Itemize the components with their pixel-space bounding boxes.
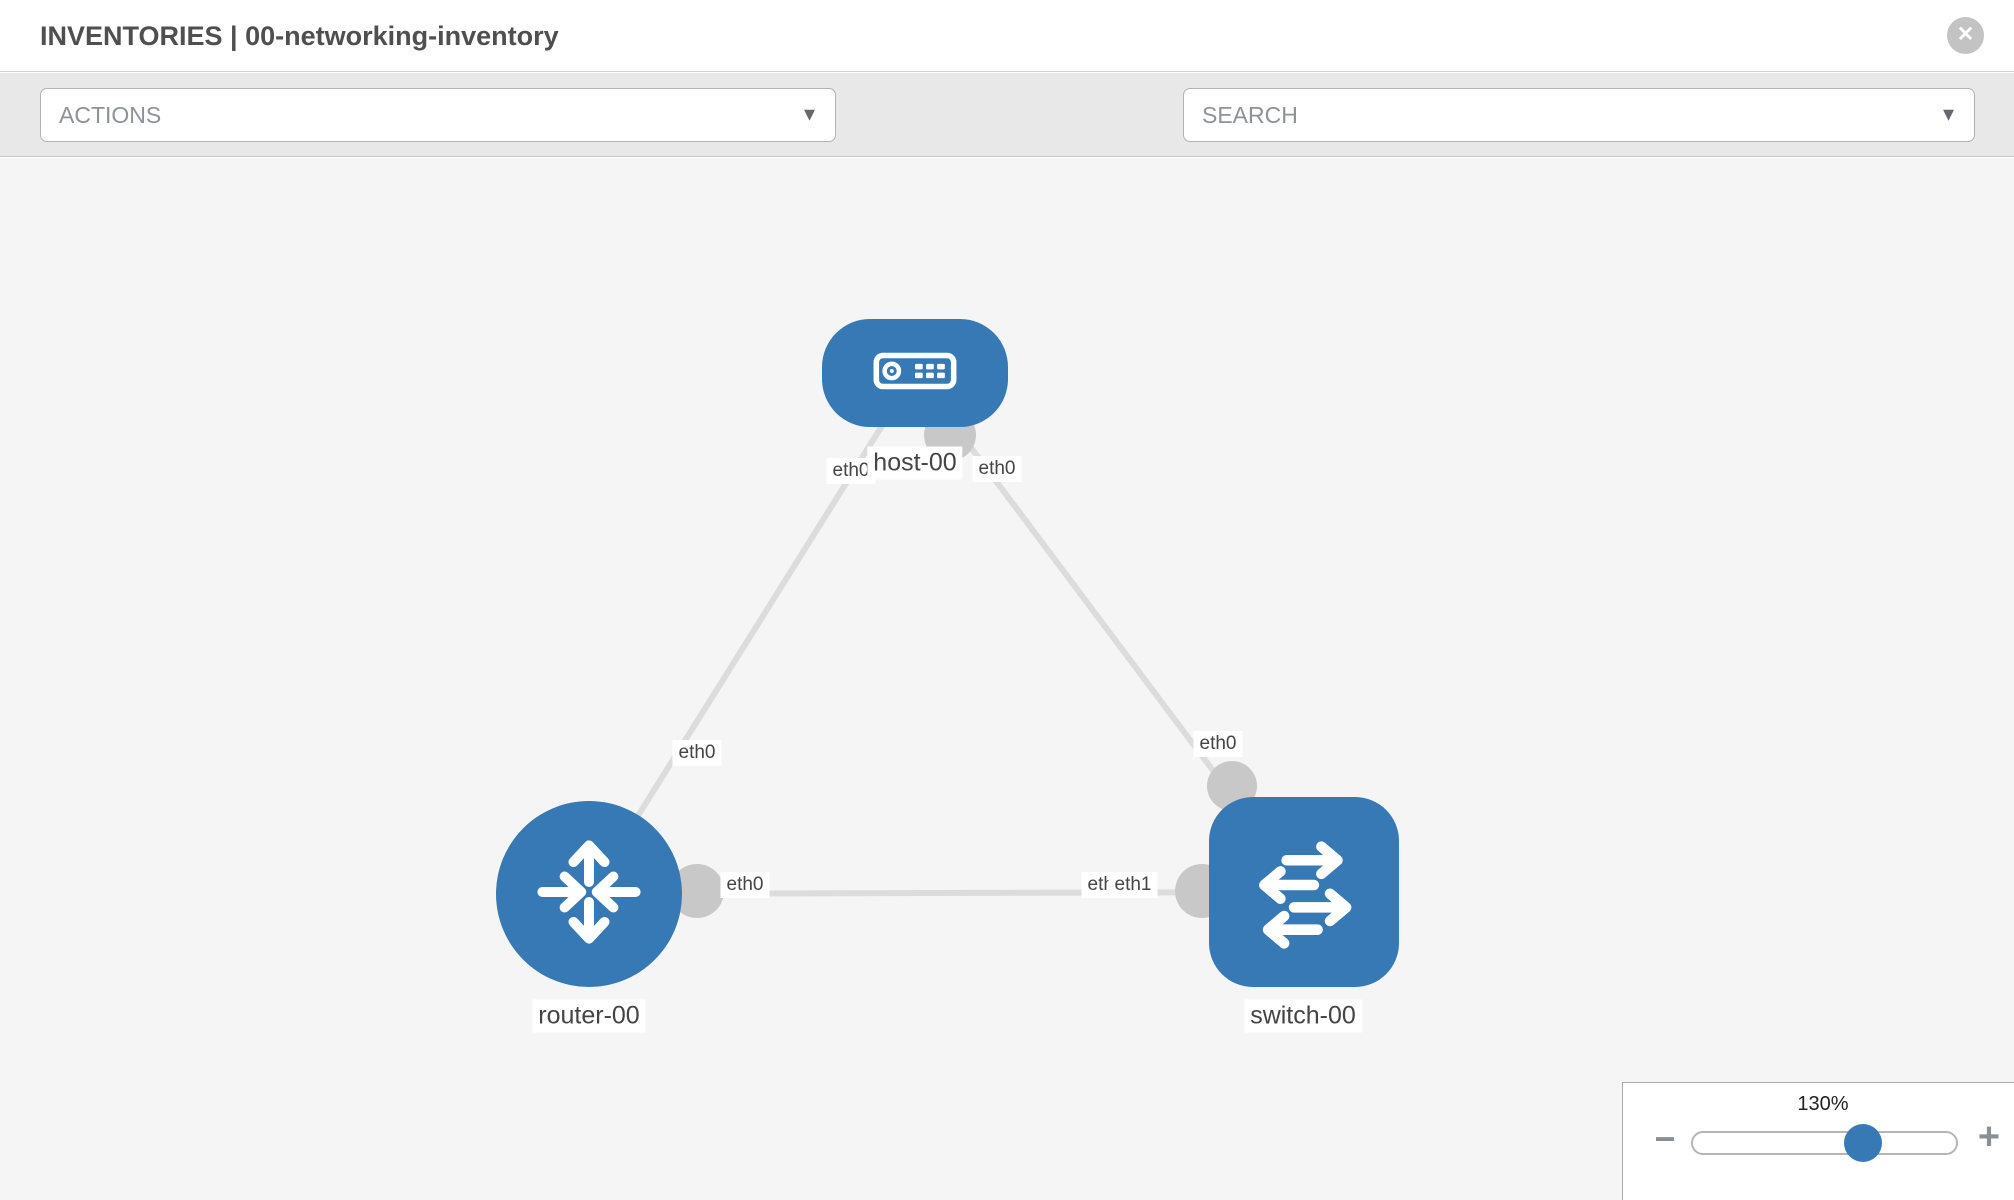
plus-icon: + xyxy=(1977,1116,2001,1158)
minus-icon: − xyxy=(1654,1118,1676,1159)
node-label-router: router-00 xyxy=(532,999,646,1033)
close-button[interactable]: ✕ xyxy=(1947,17,1984,54)
node-switch[interactable] xyxy=(1209,797,1399,987)
interface-label-router-eth0-side: eth0 xyxy=(720,872,770,898)
zoom-slider-track[interactable] xyxy=(1691,1131,1958,1155)
switch-icon xyxy=(1242,828,1366,957)
topology-graph xyxy=(586,371,1307,918)
topology-canvas[interactable]: host-00 router-00 switch-00 eth0 eth0 et… xyxy=(0,158,2014,1200)
interface-label-switch-eth1: eth1 xyxy=(1108,872,1158,898)
node-host[interactable] xyxy=(822,319,1008,427)
zoom-in-button[interactable]: + xyxy=(1971,1117,2007,1157)
zoom-out-button[interactable]: − xyxy=(1647,1119,1683,1159)
toolbar: ACTIONS ▾ SEARCH ▾ xyxy=(0,73,2014,208)
search-dropdown[interactable]: SEARCH ▾ xyxy=(1183,88,1975,142)
chevron-down-icon: ▾ xyxy=(1942,101,1954,126)
close-icon: ✕ xyxy=(1956,23,1975,46)
node-label-switch: switch-00 xyxy=(1244,999,1362,1033)
node-router[interactable] xyxy=(496,801,682,987)
interface-label-router-eth0-top: eth0 xyxy=(672,740,722,766)
search-placeholder: SEARCH xyxy=(1202,102,1298,128)
host-icon xyxy=(873,350,957,397)
zoom-value: 130% xyxy=(1797,1093,1849,1115)
endpoint-circle-router xyxy=(670,864,724,918)
chevron-down-icon: ▾ xyxy=(803,101,815,126)
page-header: INVENTORIES | 00-networking-inventory ✕ xyxy=(0,0,2014,72)
interface-label-host-eth0-right: eth0 xyxy=(972,456,1022,482)
node-label-host: host-00 xyxy=(867,446,963,480)
interface-label-switch-eth0-top: eth0 xyxy=(1193,731,1243,757)
actions-dropdown-label: ACTIONS xyxy=(59,102,162,128)
zoom-panel: 130% − + xyxy=(1622,1082,2014,1200)
page-title: INVENTORIES | 00-networking-inventory xyxy=(40,21,559,51)
router-icon xyxy=(528,831,650,958)
actions-dropdown[interactable]: ACTIONS ▾ xyxy=(40,88,836,142)
zoom-slider-thumb[interactable] xyxy=(1844,1124,1882,1162)
